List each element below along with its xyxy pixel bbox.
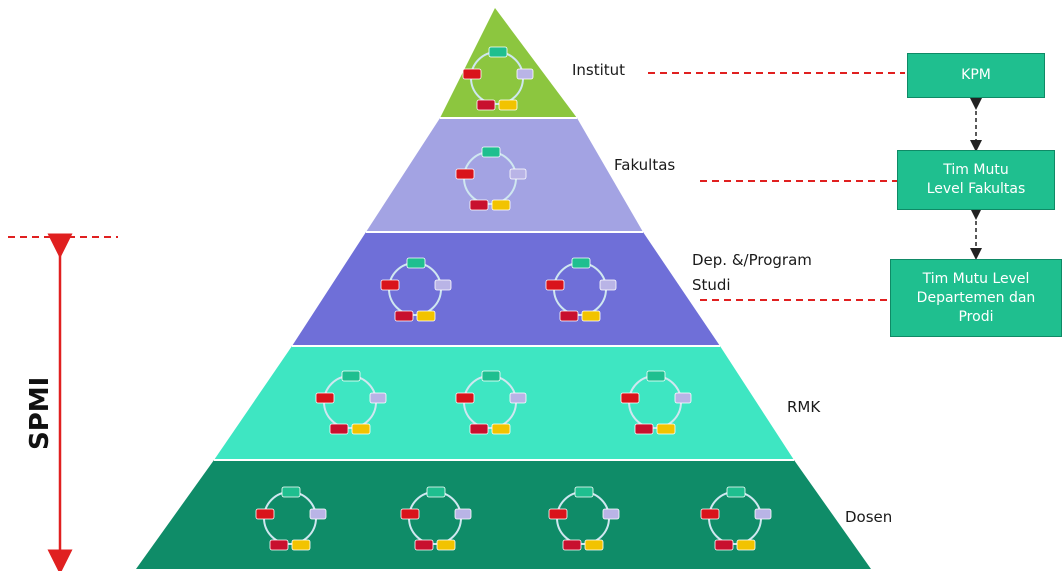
label-departemen-line1: Dep. &/Program [692, 251, 812, 269]
pdca-cycle-icon [315, 370, 387, 435]
pdca-cycle-icons [255, 46, 772, 551]
label-institut: Institut [572, 61, 625, 79]
box-tim-mutu-departemen: Tim Mutu Level Departemen dan Prodi [890, 259, 1062, 337]
spmi-label: SPMI [25, 376, 55, 450]
label-departemen-line2: Studi [692, 276, 731, 294]
level-fakultas [366, 118, 643, 232]
pdca-cycle-icon [462, 46, 534, 111]
level-dosen [136, 460, 871, 569]
level-departemen [292, 232, 720, 346]
level-rmk [214, 346, 794, 460]
pdca-cycle-icon [455, 370, 527, 435]
label-dosen: Dosen [845, 508, 892, 526]
pdca-cycle-icon [255, 486, 327, 551]
box-tim-mutu-fakultas: Tim Mutu Level Fakultas [897, 150, 1055, 210]
box-kpm: KPM [907, 53, 1045, 98]
pdca-cycle-icon [545, 257, 617, 322]
label-fakultas: Fakultas [614, 156, 675, 174]
pdca-cycle-icon [455, 146, 527, 211]
pdca-cycle-icon [380, 257, 452, 322]
pdca-cycle-icon [400, 486, 472, 551]
label-rmk: RMK [787, 398, 821, 416]
pdca-cycle-icon [620, 370, 692, 435]
pdca-cycle-icon [548, 486, 620, 551]
pdca-cycle-icon [700, 486, 772, 551]
